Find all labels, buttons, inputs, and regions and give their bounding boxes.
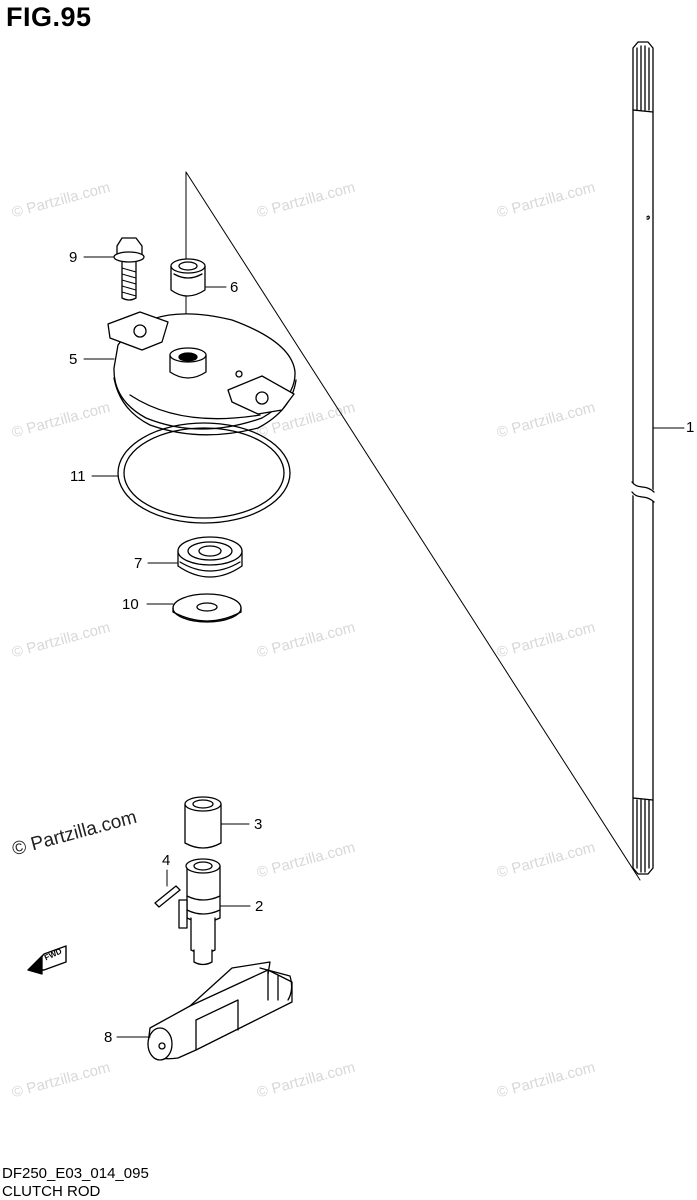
callout-11: 11 xyxy=(70,468,86,485)
shift-shaft-part xyxy=(178,858,251,966)
clutch-rod-part xyxy=(628,41,685,875)
callout-3: 3 xyxy=(254,816,263,833)
callout-1: 1 xyxy=(686,419,695,436)
callout-10: 10 xyxy=(122,596,139,613)
callout-8: 8 xyxy=(104,1029,113,1046)
oil-seal-part xyxy=(170,258,227,297)
figure-code: DF250_E03_014_095 xyxy=(2,1165,149,1182)
guide-line xyxy=(185,171,641,881)
forward-arrow-icon xyxy=(27,945,67,975)
callout-4: 4 xyxy=(162,852,171,869)
bearing-part xyxy=(147,536,243,578)
clutch-lever-part xyxy=(116,961,293,1061)
figure-name: CLUTCH ROD xyxy=(2,1183,101,1200)
washer-part xyxy=(146,593,242,623)
pin-part xyxy=(154,869,181,908)
callout-2: 2 xyxy=(255,898,264,915)
o-ring-part xyxy=(91,422,291,524)
bushing-part xyxy=(184,796,250,849)
callout-7: 7 xyxy=(134,555,143,572)
callout-6: 6 xyxy=(230,279,239,296)
callout-9: 9 xyxy=(69,249,78,266)
callout-5: 5 xyxy=(69,351,78,368)
housing-cover-part xyxy=(83,311,297,436)
bolt-part xyxy=(83,237,145,301)
figure-title: FIG.95 xyxy=(6,2,92,32)
